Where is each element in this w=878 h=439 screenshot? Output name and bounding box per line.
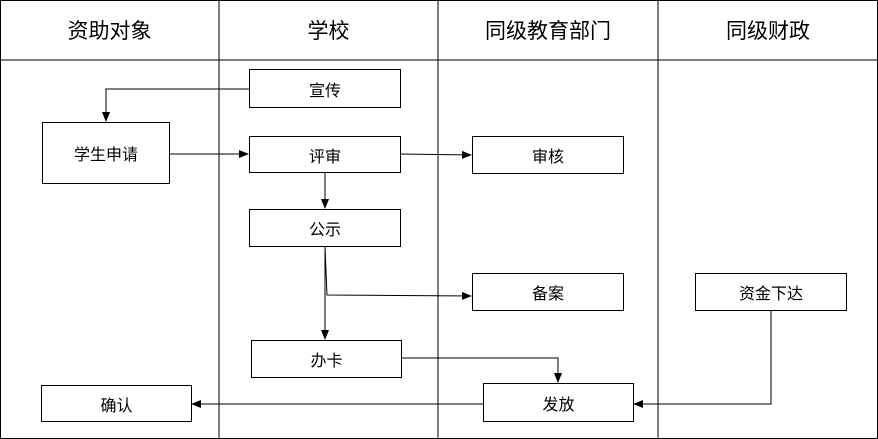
node-queren: 确认 (41, 385, 192, 422)
node-shenhe: 审核 (472, 136, 624, 174)
node-student-apply: 学生申请 (42, 122, 170, 184)
arrow-gongshi-to-beian (324, 246, 472, 300)
node-pingshen: 评审 (249, 136, 401, 173)
arrow-xuanchuan-to-shenqing (102, 88, 249, 122)
node-beian: 备案 (472, 273, 624, 311)
arrow-pingshen-to-shenhe (400, 150, 472, 159)
lane-header-education-dept: 同级教育部门 (485, 19, 611, 43)
lane-header-school: 学校 (307, 19, 350, 43)
node-gongshi: 公示 (249, 209, 401, 247)
node-zijinxiada: 资金下达 (695, 273, 847, 311)
arrow-banka-to-fafang (402, 357, 562, 383)
lane-header-finance: 同级财政 (726, 19, 810, 43)
node-banka: 办卡 (251, 340, 402, 378)
node-fafang: 发放 (483, 383, 634, 422)
node-xuanchuan: 宣传 (249, 69, 401, 108)
arrow-zijin-to-fafang (633, 311, 772, 408)
lane-header-recipient: 资助对象 (67, 19, 152, 43)
